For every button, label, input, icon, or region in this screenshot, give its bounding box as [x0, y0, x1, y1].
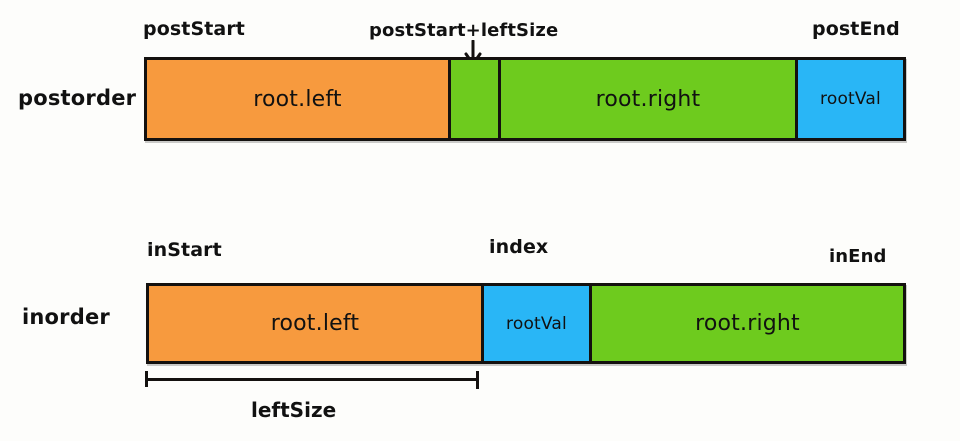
inorder-segment-left-subtree[interactable]: root.left	[149, 286, 481, 361]
inorder-segment-root-value[interactable]: rootVal	[481, 286, 589, 361]
label-index: index	[489, 236, 549, 258]
postorder-segment-left-subtree[interactable]: root.left	[147, 60, 448, 138]
label-in-end: inEnd	[829, 246, 887, 267]
postorder-segment-root-value-label: rootVal	[820, 89, 881, 109]
label-left-size: leftSize	[251, 398, 337, 422]
row-label-inorder: inorder	[22, 305, 110, 329]
label-post-start: postStart	[143, 18, 245, 40]
left-size-bracket-line	[145, 378, 479, 381]
inorder-segment-root-value-label: rootVal	[506, 313, 567, 334]
postorder-segment-gap[interactable]	[448, 60, 498, 138]
label-post-end: postEnd	[812, 18, 900, 40]
inorder-segment-right-subtree-label: root.right	[695, 311, 800, 336]
label-post-start-plus-left-size: postStart+leftSize	[369, 20, 559, 41]
inorder-segment-left-subtree-label: root.left	[270, 311, 360, 336]
postorder-segment-left-subtree-label: root.left	[253, 86, 342, 112]
inorder-bar: root.left rootVal root.right	[146, 283, 906, 364]
left-size-bracket-tick-end	[476, 371, 479, 389]
inorder-segment-right-subtree[interactable]: root.right	[589, 286, 903, 361]
row-label-postorder: postorder	[18, 86, 137, 110]
label-in-start: inStart	[147, 239, 222, 261]
postorder-segment-right-subtree[interactable]: root.right	[498, 60, 795, 138]
postorder-bar: root.left root.right rootVal	[144, 57, 906, 141]
postorder-segment-right-subtree-label: root.right	[595, 86, 701, 112]
postorder-segment-root-value[interactable]: rootVal	[795, 60, 903, 138]
left-size-bracket	[145, 371, 479, 389]
